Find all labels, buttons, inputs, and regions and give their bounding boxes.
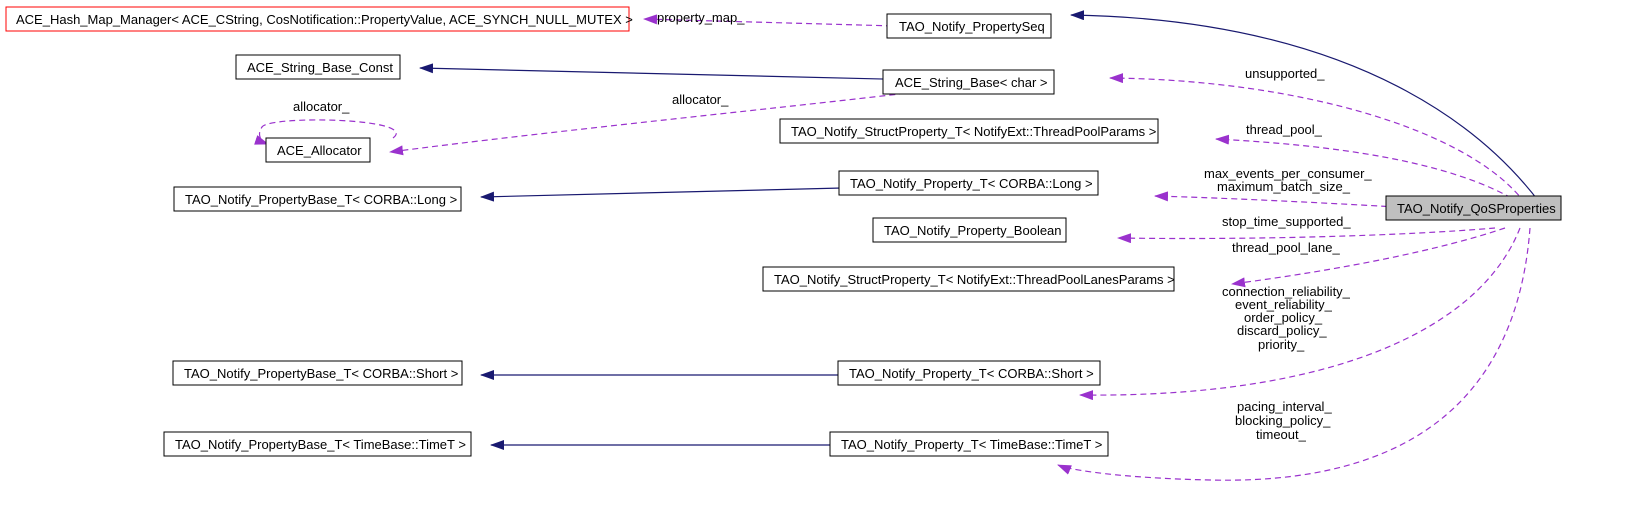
node-prop-long-label: TAO_Notify_Property_T< CORBA::Long > xyxy=(850,176,1093,191)
node-string-base-const[interactable]: ACE_String_Base_Const xyxy=(235,54,401,80)
node-struct-threadpool-label: TAO_Notify_StructProperty_T< NotifyExt::… xyxy=(791,124,1156,139)
node-allocator[interactable]: ACE_Allocator xyxy=(265,137,371,163)
node-property-seq[interactable]: TAO_Notify_PropertySeq xyxy=(886,13,1052,39)
edge-labels: property_map_ allocator_ allocator_ unsu… xyxy=(293,10,1372,442)
edge-label-allocator: allocator_ xyxy=(672,92,729,107)
node-prop-short[interactable]: TAO_Notify_Property_T< CORBA::Short > xyxy=(837,360,1101,386)
node-struct-lanes[interactable]: TAO_Notify_StructProperty_T< NotifyExt::… xyxy=(762,266,1175,292)
edge-label-allocator-self: allocator_ xyxy=(293,99,350,114)
node-propbase-timet[interactable]: TAO_Notify_PropertyBase_T< TimeBase::Tim… xyxy=(163,431,472,457)
node-property-seq-label: TAO_Notify_PropertySeq xyxy=(899,19,1045,34)
edge-label-property-map: property_map_ xyxy=(657,10,745,25)
edge-label-short-3: order_policy_ xyxy=(1244,310,1323,325)
edge-label-timet-1: pacing_interval_ xyxy=(1237,399,1332,414)
edge-label-timet-3: timeout_ xyxy=(1256,427,1307,442)
edge-stringbase-to-stringbaseconst xyxy=(419,63,926,81)
node-string-base-const-label: ACE_String_Base_Const xyxy=(247,60,393,75)
node-prop-boolean-label: TAO_Notify_Property_Boolean xyxy=(884,223,1062,238)
node-struct-threadpool[interactable]: TAO_Notify_StructProperty_T< NotifyExt::… xyxy=(779,118,1159,144)
node-qos-properties-label: TAO_Notify_QoSProperties xyxy=(1397,201,1556,216)
node-hash-map[interactable]: ACE_Hash_Map_Manager< ACE_CString, CosNo… xyxy=(5,6,633,32)
edge-propertyseq-to-hashmap xyxy=(643,14,933,28)
edge-label-long-1: max_events_per_consumer_ xyxy=(1204,166,1372,181)
edge-label-thread-pool-lane: thread_pool_lane_ xyxy=(1232,240,1340,255)
edge-proplong-to-propbaselong xyxy=(480,186,883,202)
edge-label-long-2: maximum_batch_size_ xyxy=(1217,179,1351,194)
node-propbase-long[interactable]: TAO_Notify_PropertyBase_T< CORBA::Long > xyxy=(173,186,462,212)
edge-label-unsupported: unsupported_ xyxy=(1245,66,1325,81)
edge-qos-to-propshort xyxy=(1079,227,1521,401)
edge-qos-to-proplong xyxy=(1154,191,1448,211)
edge-label-timet-2: blocking_policy_ xyxy=(1235,413,1331,428)
node-allocator-label: ACE_Allocator xyxy=(277,143,362,158)
edge-qos-to-stringbase xyxy=(1109,73,1526,204)
edge-qos-to-structthreadpool xyxy=(1215,134,1521,204)
node-prop-long[interactable]: TAO_Notify_Property_T< CORBA::Long > xyxy=(838,170,1099,196)
node-prop-boolean[interactable]: TAO_Notify_Property_Boolean xyxy=(872,217,1067,243)
node-prop-timet-label: TAO_Notify_Property_T< TimeBase::TimeT > xyxy=(841,437,1102,452)
node-string-base-label: ACE_String_Base< char > xyxy=(895,75,1047,90)
node-prop-timet[interactable]: TAO_Notify_Property_T< TimeBase::TimeT > xyxy=(829,431,1109,457)
node-propbase-short[interactable]: TAO_Notify_PropertyBase_T< CORBA::Short … xyxy=(172,360,463,386)
node-propbase-timet-label: TAO_Notify_PropertyBase_T< TimeBase::Tim… xyxy=(175,437,466,452)
edge-label-short-4: discard_policy_ xyxy=(1237,323,1327,338)
node-hash-map-label: ACE_Hash_Map_Manager< ACE_CString, CosNo… xyxy=(16,12,633,27)
inheritance-edges xyxy=(419,10,1541,450)
node-struct-lanes-label: TAO_Notify_StructProperty_T< NotifyExt::… xyxy=(774,272,1175,287)
node-prop-short-label: TAO_Notify_Property_T< CORBA::Short > xyxy=(849,366,1094,381)
node-propbase-short-label: TAO_Notify_PropertyBase_T< CORBA::Short … xyxy=(184,366,458,381)
node-string-base[interactable]: ACE_String_Base< char > xyxy=(882,69,1055,95)
node-qos-properties[interactable]: TAO_Notify_QoSProperties xyxy=(1385,195,1562,221)
node-propbase-long-label: TAO_Notify_PropertyBase_T< CORBA::Long > xyxy=(185,192,457,207)
edge-qos-to-propboolean xyxy=(1117,227,1496,244)
edge-qos-to-structlanes xyxy=(1231,227,1506,288)
edge-label-thread-pool: thread_pool_ xyxy=(1246,122,1323,137)
edge-stringbase-to-allocator xyxy=(389,90,926,156)
edge-label-short-2: event_reliability_ xyxy=(1235,297,1333,312)
edge-qos-to-proptimet xyxy=(1057,227,1531,481)
usage-edges xyxy=(254,14,1531,481)
edge-label-short-1: connection_reliability_ xyxy=(1222,284,1351,299)
edge-qos-to-propertyseq xyxy=(1070,10,1541,204)
edge-label-stop-time: stop_time_supported_ xyxy=(1222,214,1351,229)
edge-label-short-5: priority_ xyxy=(1258,337,1305,352)
